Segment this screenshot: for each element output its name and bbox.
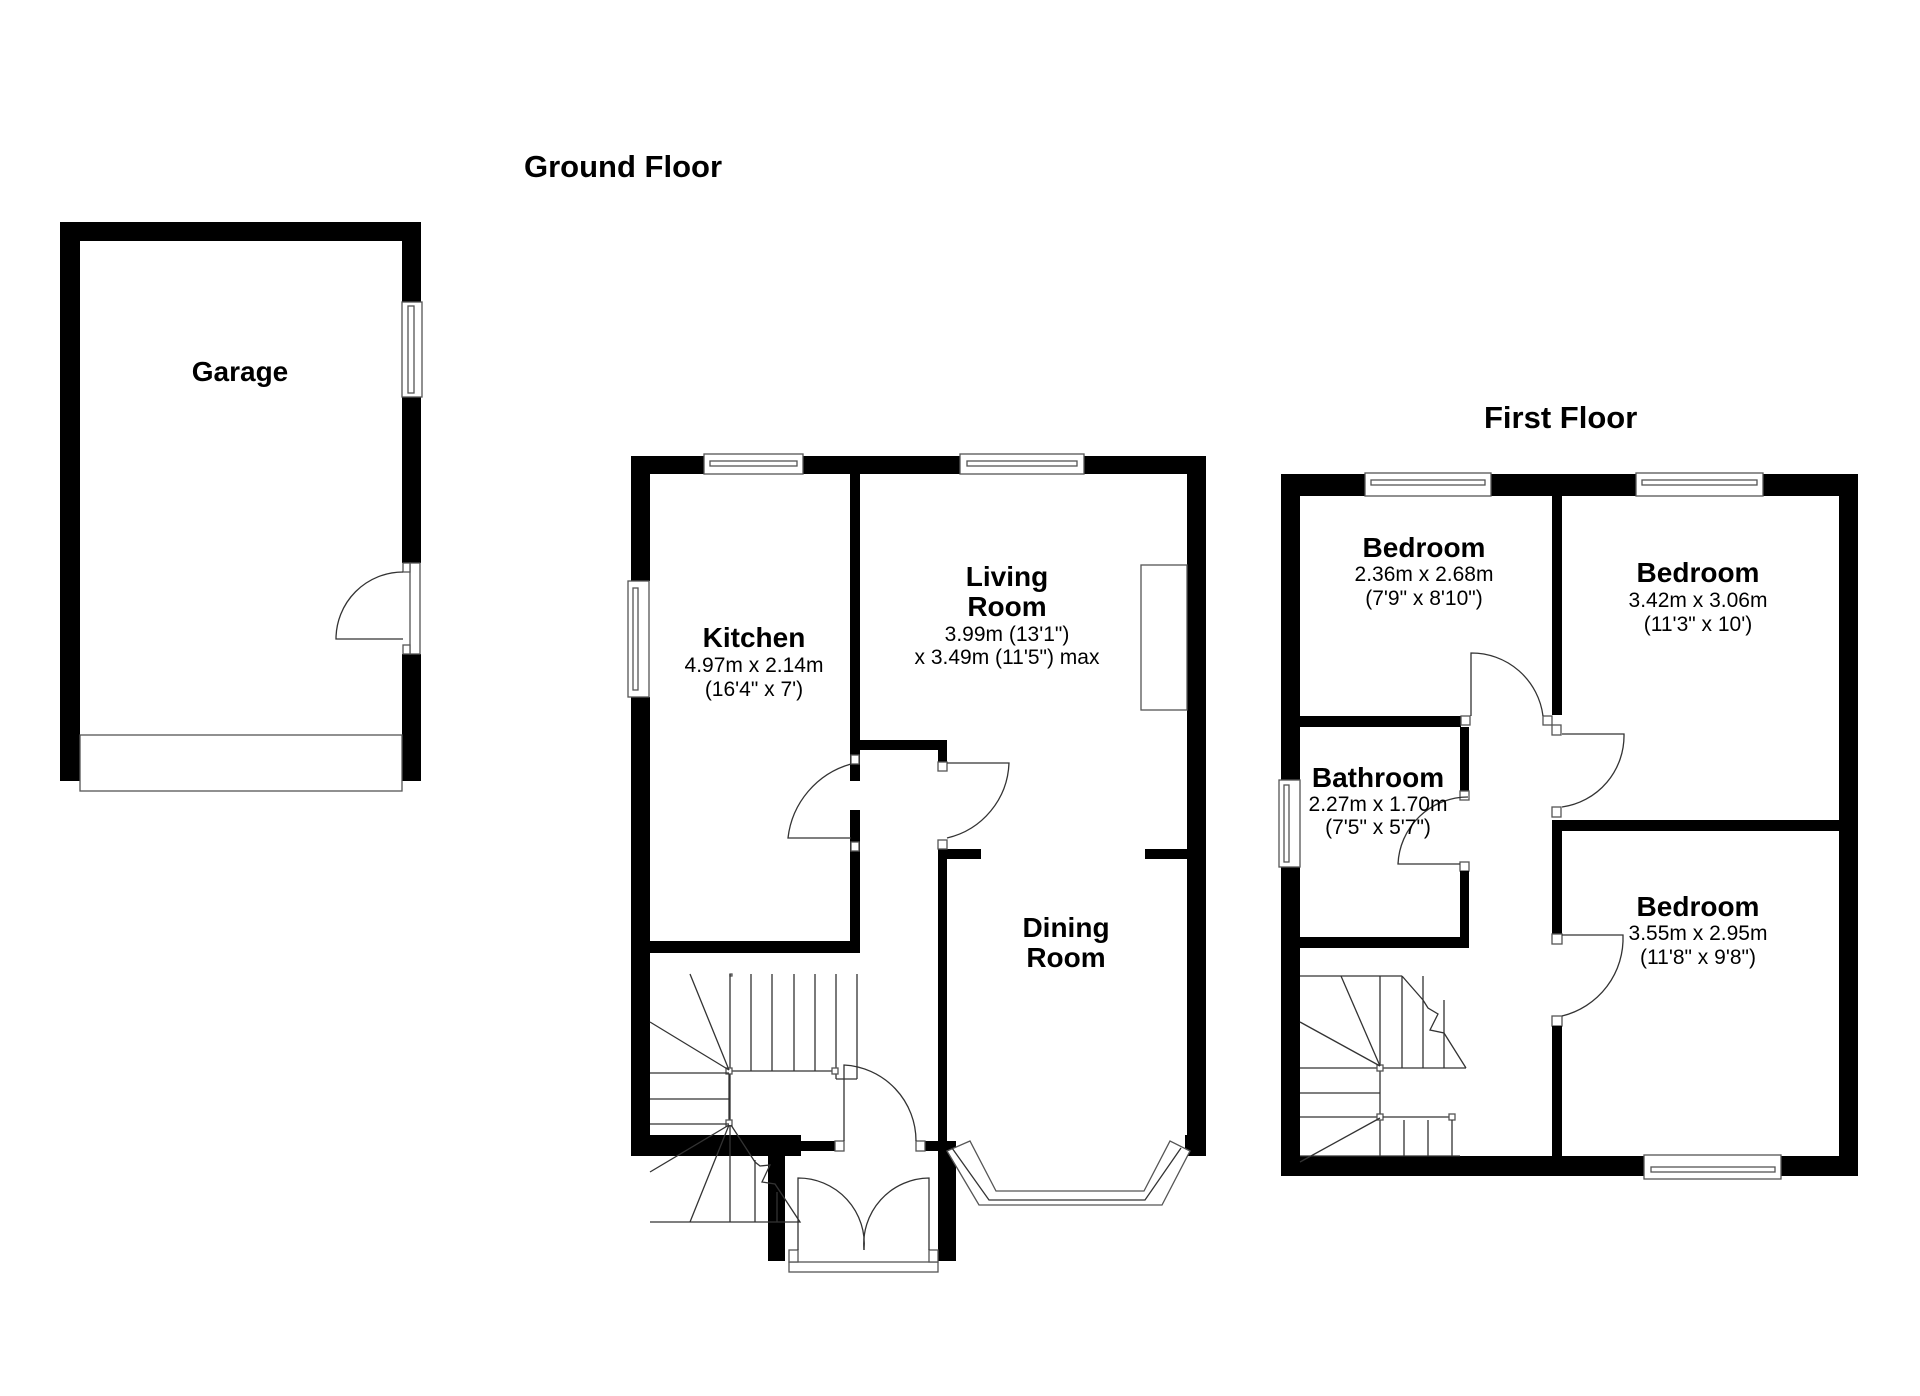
window-icon xyxy=(1635,472,1764,497)
door-icon xyxy=(1460,652,1553,726)
staircase-icon xyxy=(1299,975,1467,1163)
door-icon xyxy=(787,754,860,852)
room-dimensions-bedroom-2-imperial: (11'3" x 10') xyxy=(1644,613,1752,636)
room-label-garage: Garage xyxy=(192,356,289,387)
staircase-icon xyxy=(649,973,858,1223)
window-icon xyxy=(703,453,804,475)
door-icon xyxy=(1551,724,1625,818)
room-label-kitchen: Kitchen xyxy=(703,622,806,653)
front-door-icon xyxy=(788,1177,939,1273)
door-icon xyxy=(335,562,421,655)
window-icon xyxy=(1643,1154,1782,1180)
room-label-dining: Dining xyxy=(1022,912,1109,943)
room-dimensions-bedroom-2: 3.42m x 3.06m xyxy=(1629,589,1768,612)
room-label-dining-2: Room xyxy=(1026,942,1105,973)
window-icon xyxy=(627,580,650,698)
door-icon xyxy=(834,1064,926,1152)
room-dimensions-living: 3.99m (13'1") xyxy=(945,623,1070,646)
room-dimensions-living-2: x 3.49m (11'5") max xyxy=(915,646,1100,669)
room-label-living: Living xyxy=(966,561,1048,592)
room-dimensions-kitchen: 4.97m x 2.14m xyxy=(685,654,824,677)
room-label-bedroom-3: Bedroom xyxy=(1637,891,1760,922)
garage-plan: Garage xyxy=(60,222,423,792)
room-label-bedroom-2: Bedroom xyxy=(1637,557,1760,588)
fireplace-icon xyxy=(1140,564,1188,711)
first-floor-title: First Floor xyxy=(1484,400,1637,435)
room-dimensions-bathroom-imperial: (7'5" x 5'7") xyxy=(1325,816,1431,839)
room-dimensions-kitchen-imperial: (16'4" x 7') xyxy=(705,678,803,701)
window-icon xyxy=(1278,779,1301,868)
room-dimensions-bedroom-1: 2.36m x 2.68m xyxy=(1355,563,1494,586)
ground-floor-title: Ground Floor xyxy=(524,149,722,184)
ground-floor-plan: Kitchen 4.97m x 2.14m (16'4" x 7') Livin… xyxy=(627,453,1206,1273)
door-icon xyxy=(1551,933,1624,1027)
first-floor-plan: Bedroom 2.36m x 2.68m (7'9" x 8'10") Bed… xyxy=(1278,472,1858,1180)
door-icon xyxy=(937,761,1010,850)
window-icon xyxy=(1364,472,1492,497)
room-label-bedroom-1: Bedroom xyxy=(1363,532,1486,563)
room-label-bathroom: Bathroom xyxy=(1312,762,1444,793)
room-label-living-2: Room xyxy=(967,591,1046,622)
room-dimensions-bedroom-3: 3.55m x 2.95m xyxy=(1629,922,1768,945)
room-dimensions-bedroom-3-imperial: (11'8" x 9'8") xyxy=(1640,946,1756,969)
window-icon xyxy=(401,301,423,398)
bay-window-icon xyxy=(946,1140,1191,1206)
room-dimensions-bathroom: 2.27m x 1.70m xyxy=(1309,793,1448,816)
room-dimensions-bedroom-1-imperial: (7'9" x 8'10") xyxy=(1365,587,1482,610)
window-icon xyxy=(959,453,1085,475)
